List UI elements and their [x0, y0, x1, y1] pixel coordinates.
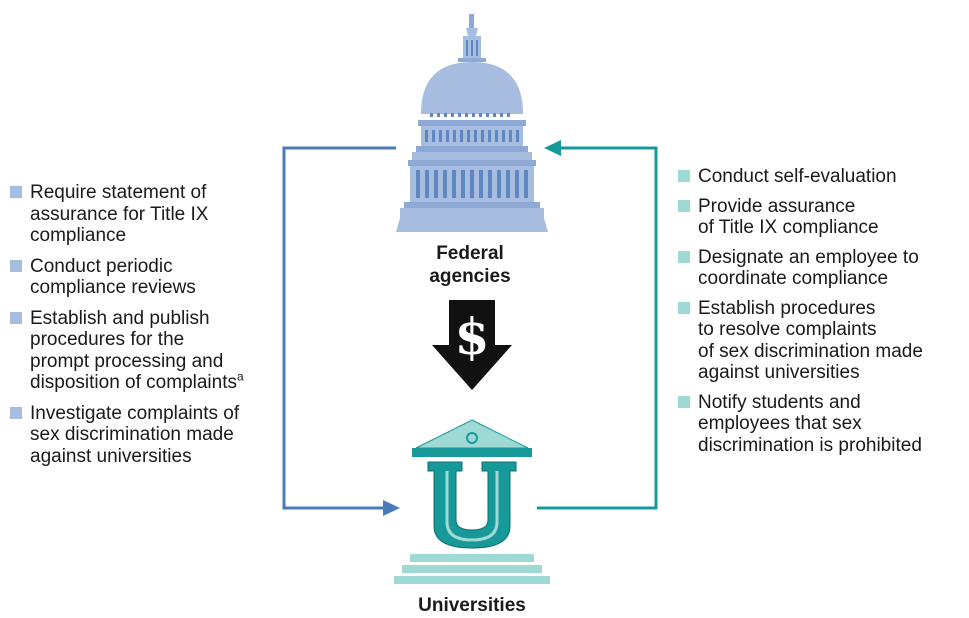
item-text-line: against universities — [30, 445, 192, 467]
item-text-line: against universities — [698, 362, 860, 383]
item-text-line: Require statement of — [30, 182, 207, 203]
bullet-square-icon — [678, 170, 690, 182]
bullet-square-icon — [10, 259, 22, 272]
item-text-line: discrimination is prohibited — [698, 434, 922, 456]
item-text-line: employees that sex — [698, 413, 862, 434]
item-text-line: Provide assurance — [698, 195, 856, 217]
item-text-line: Establish procedures — [698, 297, 876, 319]
list-item: Establish and publish procedures for the… — [8, 308, 298, 394]
list-item: Provide assurance of Title IX compliance — [676, 196, 966, 239]
university-to-federal-arrow — [537, 140, 658, 510]
item-text-line: prompt processing and — [30, 350, 224, 372]
item-text-line: of sex discrimination made — [698, 340, 923, 362]
dollar-sign: $ — [455, 307, 490, 366]
list-item: Investigate complaints of sex discrimina… — [8, 403, 298, 468]
item-text-line: of Title IX compliance — [698, 217, 879, 238]
item-text-line: compliance — [30, 225, 127, 246]
bullet-square-icon — [678, 199, 690, 212]
list-item: Conduct self-evaluation — [676, 166, 966, 188]
list-item: Establish procedures to resolve complain… — [676, 298, 966, 384]
item-text-line: Investigate complaints of — [30, 402, 240, 424]
bullet-square-icon — [10, 311, 22, 324]
federal-label-line: Federal — [436, 243, 504, 264]
item-text-line: disposition of complaintsa — [30, 369, 298, 394]
bullet-square-icon — [10, 406, 22, 419]
item-text-line: Designate an employee to — [698, 246, 919, 268]
list-item: Require statement of assurance for Title… — [8, 182, 298, 247]
university-responsibilities-list: Conduct self-evaluation Provide assuranc… — [676, 166, 966, 464]
bullet-square-icon — [678, 250, 690, 263]
federal-responsibilities-list: Require statement of assurance for Title… — [8, 182, 298, 476]
item-text-line-content: disposition of complaints — [30, 372, 237, 393]
bullet-square-icon — [678, 301, 690, 314]
item-text-line: procedures for the — [30, 329, 185, 350]
list-item: Notify students and employees that sex d… — [676, 392, 966, 457]
item-text-line: sex discrimination made — [30, 424, 234, 445]
item-text-line: to resolve complaints — [698, 319, 877, 340]
item-text-line: Conduct periodic — [30, 255, 173, 277]
universities-label: Universities — [418, 595, 526, 616]
capitol-dome-icon — [396, 14, 548, 232]
item-text-line: Conduct self-evaluation — [698, 166, 897, 187]
item-text-line: coordinate compliance — [698, 268, 889, 289]
list-item: Conduct periodic compliance reviews — [8, 256, 298, 299]
federal-label-line: agencies — [429, 266, 511, 287]
university-building-icon — [394, 419, 550, 584]
federal-agencies-label: Federal agencies — [402, 242, 538, 288]
footnote-marker: a — [237, 369, 244, 384]
federal-to-university-arrow — [282, 146, 400, 516]
item-text-line: assurance for Title IX — [30, 203, 209, 225]
item-text-line: compliance reviews — [30, 277, 196, 298]
item-text-line: Notify students and — [698, 391, 861, 413]
funding-arrow-icon — [432, 300, 512, 390]
bullet-square-icon — [678, 395, 690, 408]
list-item: Designate an employee to coordinate comp… — [676, 247, 966, 290]
bullet-square-icon — [10, 186, 22, 198]
item-text-line: Establish and publish — [30, 307, 210, 329]
